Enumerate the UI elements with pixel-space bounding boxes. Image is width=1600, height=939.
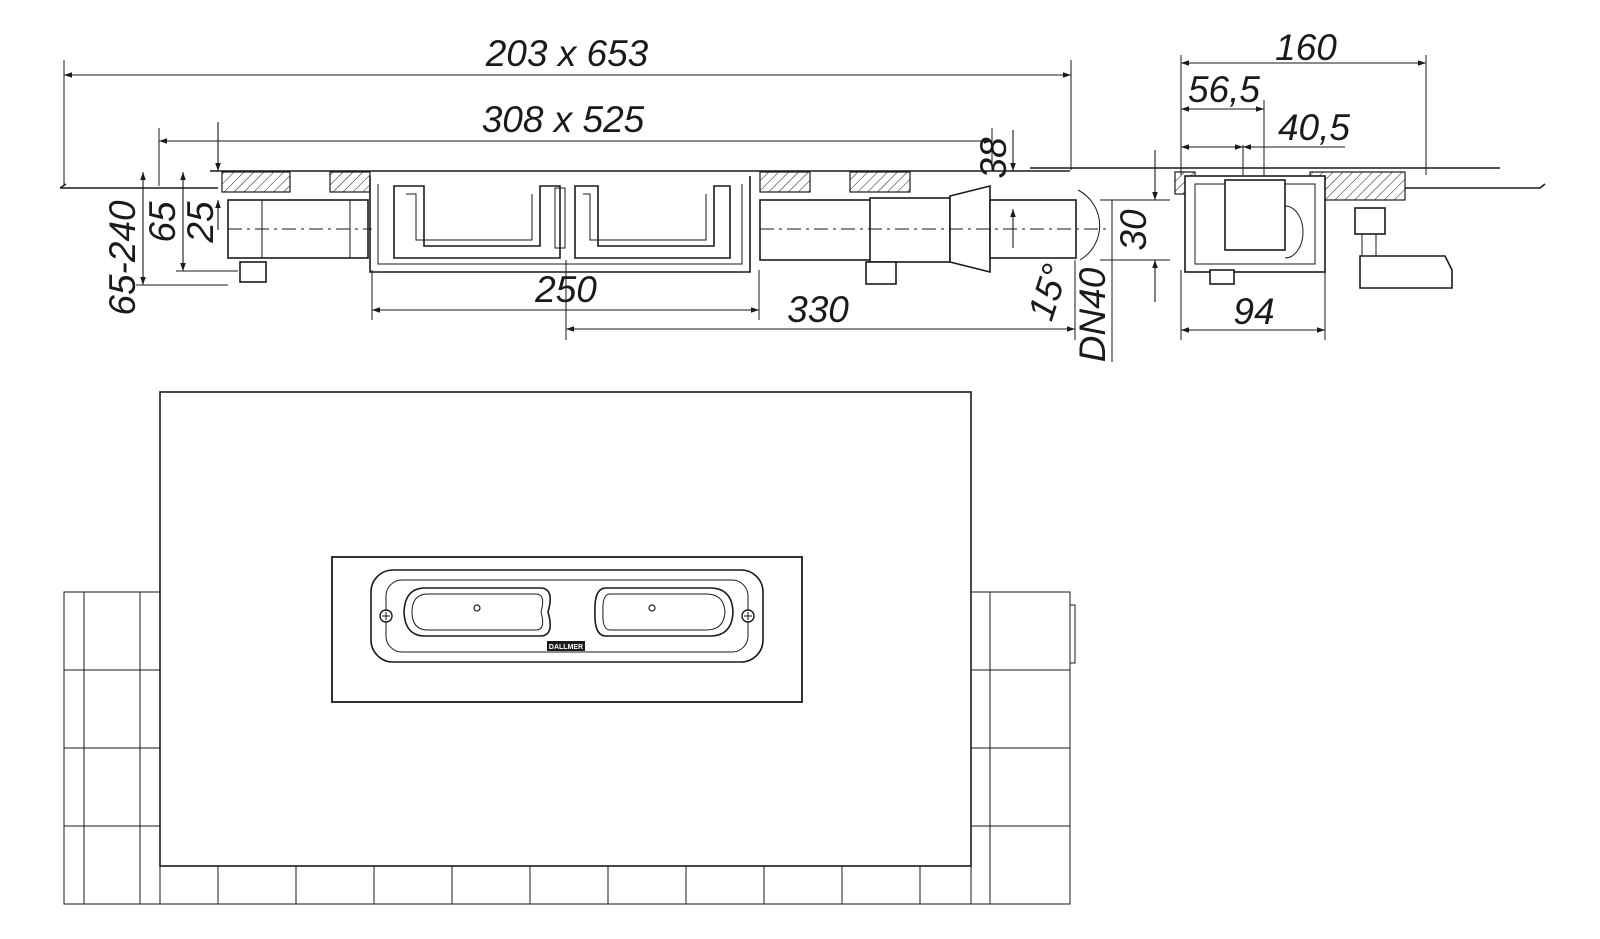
dim-label-203x653: 203 x 653 (485, 33, 649, 74)
tiles-left (63, 591, 161, 905)
dim-label-25: 25 (180, 201, 221, 244)
drain-grate (370, 569, 764, 663)
tiles-right (970, 591, 1076, 905)
dim-label-94: 94 (1233, 291, 1274, 332)
dim-label-30: 30 (1113, 209, 1154, 251)
dim-label-dn40: DN40 (1072, 267, 1113, 362)
tiles-bottom (159, 865, 972, 905)
dim-label-330: 330 (787, 289, 849, 330)
dimension-lines (63, 55, 1427, 362)
dim-label-160: 160 (1275, 27, 1337, 68)
brand-label: DALLMER (549, 644, 583, 651)
dim-label-15-degrees: 15° (1020, 259, 1076, 325)
dim-label-65: 65 (142, 201, 183, 243)
dim-label-250: 250 (534, 269, 597, 310)
dim-label-65-240: 65-240 (102, 200, 143, 316)
dim-label-308x525: 308 x 525 (482, 99, 645, 140)
dim-label-40-5: 40,5 (1278, 107, 1350, 148)
plan-view: DALLMER (63, 391, 1076, 905)
screw-icon (741, 609, 755, 623)
dim-label-38: 38 (973, 137, 1014, 179)
screw-icon (379, 609, 393, 623)
section-view (59, 167, 1546, 289)
dim-label-56-5: 56,5 (1188, 69, 1260, 110)
